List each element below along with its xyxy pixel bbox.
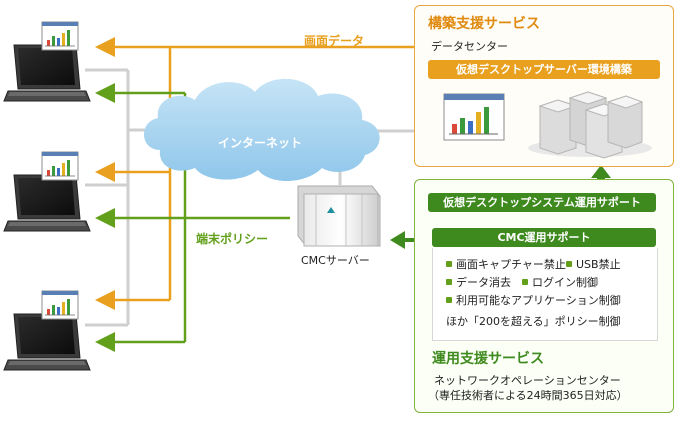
cmc-ops-support-bar: CMC運用サポート [432, 228, 656, 247]
ops-service-title: 運用支援サービス [432, 351, 544, 367]
feature-item: 利用可能なアプリケーション制御 [446, 292, 621, 308]
gray-connection-lines [85, 68, 414, 327]
bullet-icon [566, 261, 572, 267]
bullet-icon [446, 261, 452, 267]
cmc-support-arrow [390, 231, 432, 249]
chart-icon [443, 93, 505, 141]
screen-data-label: 画面データ [304, 34, 365, 48]
feature-item: ログイン制御 [522, 274, 598, 290]
cloud-icon [143, 78, 380, 182]
cmc-server-label: CMCサーバー [301, 254, 370, 267]
bullet-icon [446, 297, 452, 303]
bullet-icon [522, 279, 528, 285]
vd-support-arrow [591, 165, 611, 192]
other-policy-text: ほか「200を超える」ポリシー制御 [446, 315, 621, 328]
chart-icon [41, 290, 79, 320]
chart-icon [41, 21, 79, 51]
laptop-icon [3, 174, 91, 232]
terminal-policy-label: 端末ポリシー [196, 232, 269, 246]
noc-note: （専任技術者による24時間365日対応） [428, 389, 628, 402]
laptop-icon [3, 44, 91, 102]
bullet-icon [446, 279, 452, 285]
chart-icon [41, 151, 79, 181]
feature-item: 画面キャプチャー禁止 [446, 256, 566, 272]
feature-item: USB禁止 [566, 256, 621, 272]
cmc-server-icon [297, 185, 381, 247]
datacenter-label: データセンター [431, 40, 508, 53]
build-service-title: 構築支援サービス [428, 16, 540, 32]
internet-label: インターネット [218, 136, 303, 150]
cmc-ops-box [432, 248, 658, 341]
laptop-icon [3, 313, 91, 371]
vd-ops-support-bar: 仮想デスクトップシステム運用サポート [428, 193, 656, 212]
feature-item: データ消去 [446, 274, 511, 290]
noc-label: ネットワークオペレーションセンター [434, 374, 621, 387]
screen-data-lines [95, 37, 414, 310]
vdi-build-bar: 仮想デスクトップサーバー環境構築 [428, 60, 660, 79]
server-icon [538, 91, 644, 159]
build-illustrations [443, 91, 652, 159]
